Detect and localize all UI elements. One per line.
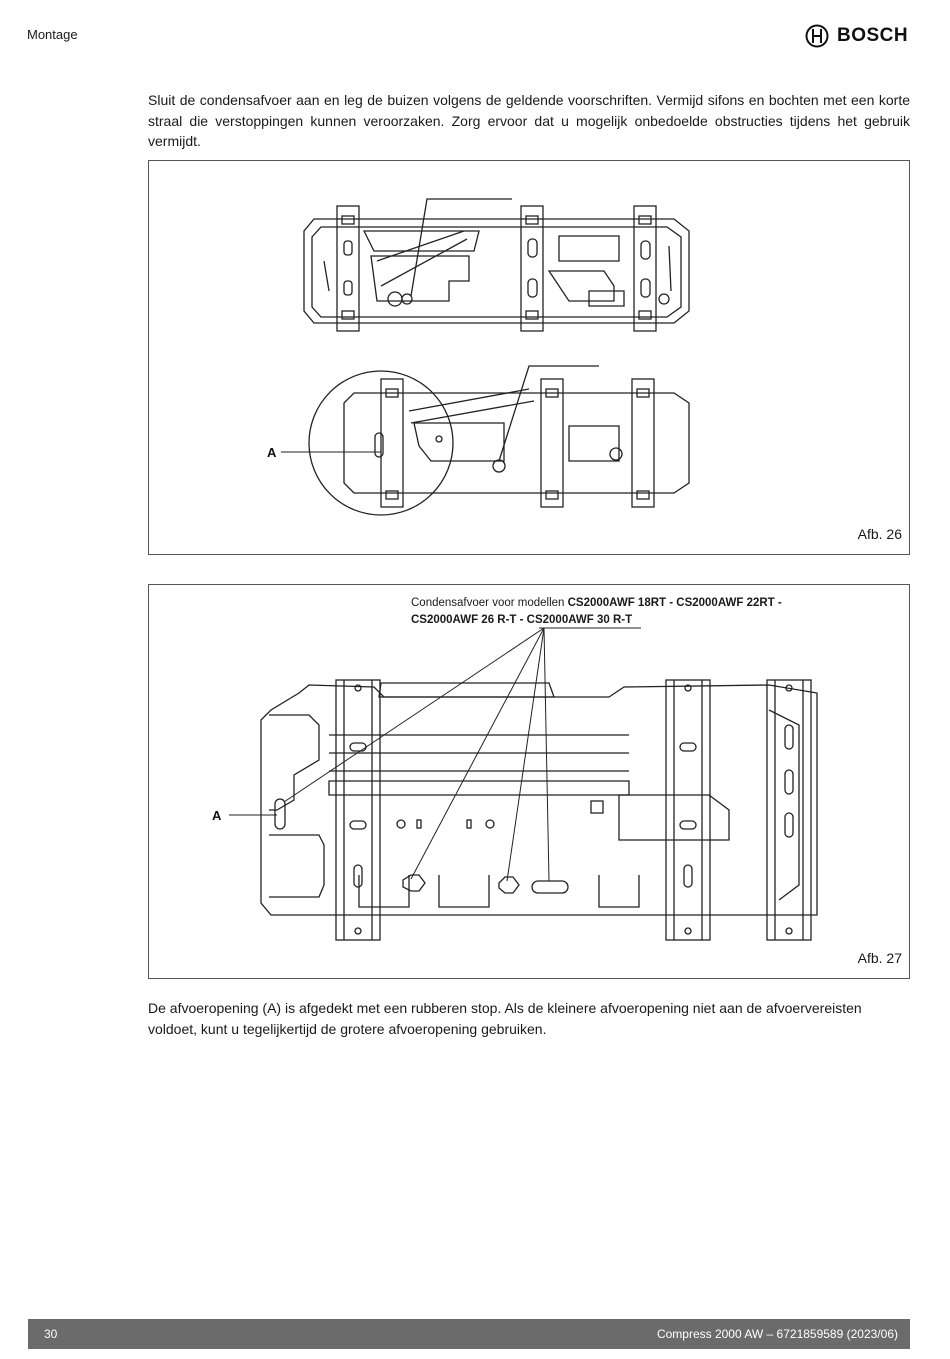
outro-paragraph: De afvoeropening (A) is afgedekt met een… xyxy=(148,1000,862,1037)
figure-26-marker: A xyxy=(267,445,277,460)
section-label: Montage xyxy=(27,27,78,42)
figure-27-marker: A xyxy=(212,808,222,823)
page-footer: 30 Compress 2000 AW – 6721859589 (2023/0… xyxy=(28,1319,910,1349)
callout-prefix: Condensafvoer voor modellen xyxy=(411,597,568,609)
figure-26-drawing: A xyxy=(267,198,690,516)
brand-logo: BOSCH xyxy=(805,24,908,48)
bosch-armature-icon xyxy=(805,24,829,48)
figure-27-label: Afb. 27 xyxy=(857,950,902,966)
figure-27-drawing: A xyxy=(212,627,818,941)
callout-models-2: CS2000AWF 26 R-T - CS2000AWF 30 R-T xyxy=(411,614,633,626)
brand-name: BOSCH xyxy=(837,25,909,46)
figure-26-label: Afb. 26 xyxy=(857,526,902,542)
intro-paragraph: Sluit de condensafvoer aan en leg de bui… xyxy=(148,92,910,149)
document-reference: Compress 2000 AW – 6721859589 (2023/06) xyxy=(656,1327,898,1341)
figure-27: A Condensafvoer voor modellen CS2000AWF … xyxy=(148,584,910,979)
page-number: 30 xyxy=(44,1327,58,1341)
callout-models-1: CS2000AWF 18RT - CS2000AWF 22RT - xyxy=(567,597,782,609)
drain-callout: Condensafvoer voor modellen CS2000AWF 18… xyxy=(411,595,782,629)
figure-26: A Afb. 26 xyxy=(148,160,910,555)
